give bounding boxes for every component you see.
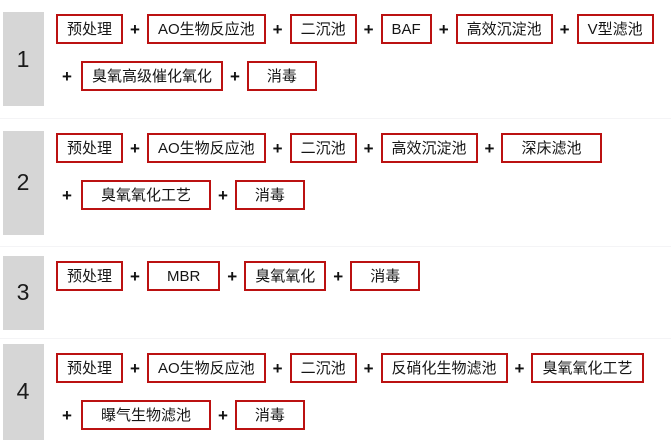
scheme-flow: 预处理 + AO生物反应池 + 二沉池 + BAF + 高效沉淀池 + V型滤池… bbox=[46, 0, 671, 118]
process-step-box[interactable]: BAF bbox=[380, 14, 432, 44]
process-step-box[interactable]: 预处理 bbox=[56, 261, 124, 291]
plus-separator: + bbox=[438, 19, 449, 39]
plus-separator: + bbox=[130, 19, 140, 39]
plus-separator: + bbox=[484, 138, 495, 158]
scheme-row: 1 预处理 + AO生物反应池 + 二沉池 + BAF + 高效沉淀池 + V型… bbox=[0, 0, 671, 118]
scheme-number-cell: 3 bbox=[0, 247, 46, 338]
plus-separator: + bbox=[217, 185, 228, 205]
scheme-number-badge: 2 bbox=[2, 130, 44, 235]
scheme-number-cell: 4 bbox=[0, 339, 46, 444]
flow-line: 预处理 + MBR + 臭氧氧化 + 消毒 bbox=[56, 257, 671, 295]
process-step-box[interactable]: 预处理 bbox=[56, 353, 124, 383]
scheme-number-badge: 3 bbox=[2, 255, 44, 330]
flow-line: 预处理 + AO生物反应池 + 二沉池 + 反硝化生物滤池 + 臭氧氧化工艺 bbox=[56, 349, 671, 387]
process-step-box[interactable]: 二沉池 bbox=[289, 353, 357, 383]
plus-separator: + bbox=[62, 405, 72, 425]
process-step-box[interactable]: 预处理 bbox=[56, 133, 124, 163]
plus-separator: + bbox=[130, 138, 140, 158]
scheme-row: 3 预处理 + MBR + 臭氧氧化 + 消毒 bbox=[0, 246, 671, 338]
process-step-box[interactable]: 臭氧氧化工艺 bbox=[531, 353, 644, 383]
plus-separator: + bbox=[272, 19, 283, 39]
process-step-box[interactable]: AO生物反应池 bbox=[146, 133, 266, 163]
process-step-box[interactable]: 高效沉淀池 bbox=[455, 14, 553, 44]
plus-separator: + bbox=[130, 266, 140, 286]
process-step-box[interactable]: 消毒 bbox=[350, 261, 421, 291]
flow-line: + 曝气生物滤池 + 消毒 bbox=[56, 396, 671, 434]
plus-separator: + bbox=[229, 66, 240, 86]
process-step-box[interactable]: 消毒 bbox=[234, 180, 305, 210]
process-step-box[interactable]: 高效沉淀池 bbox=[380, 133, 478, 163]
flow-line: 预处理 + AO生物反应池 + 二沉池 + 高效沉淀池 + 深床滤池 bbox=[56, 129, 671, 167]
process-step-box[interactable]: 臭氧氧化工艺 bbox=[80, 180, 211, 210]
process-step-box[interactable]: 曝气生物滤池 bbox=[80, 400, 211, 430]
plus-separator: + bbox=[62, 66, 72, 86]
scheme-flow: 预处理 + MBR + 臭氧氧化 + 消毒 bbox=[46, 247, 671, 338]
plus-separator: + bbox=[363, 138, 374, 158]
plus-separator: + bbox=[62, 185, 72, 205]
process-step-box[interactable]: 二沉池 bbox=[289, 14, 357, 44]
process-step-box[interactable]: 臭氧氧化 bbox=[244, 261, 327, 291]
plus-separator: + bbox=[227, 266, 238, 286]
plus-separator: + bbox=[333, 266, 344, 286]
plus-separator: + bbox=[514, 358, 525, 378]
flow-line: 预处理 + AO生物反应池 + 二沉池 + BAF + 高效沉淀池 + V型滤池 bbox=[56, 10, 671, 48]
plus-separator: + bbox=[272, 138, 283, 158]
scheme-number-badge: 4 bbox=[2, 343, 44, 440]
flow-line: + 臭氧高级催化氧化 + 消毒 bbox=[56, 57, 671, 95]
plus-separator: + bbox=[130, 358, 140, 378]
process-step-box[interactable]: V型滤池 bbox=[576, 14, 654, 44]
scheme-number-cell: 2 bbox=[0, 119, 46, 246]
flow-line: + 臭氧氧化工艺 + 消毒 bbox=[56, 176, 671, 214]
plus-separator: + bbox=[559, 19, 570, 39]
process-step-box[interactable]: 深床滤池 bbox=[501, 133, 602, 163]
process-step-box[interactable]: 消毒 bbox=[234, 400, 305, 430]
process-step-box[interactable]: 预处理 bbox=[56, 14, 124, 44]
scheme-row: 4 预处理 + AO生物反应池 + 二沉池 + 反硝化生物滤池 + 臭氧氧化工艺… bbox=[0, 338, 671, 444]
process-step-box[interactable]: 臭氧高级催化氧化 bbox=[80, 61, 223, 91]
process-step-box[interactable]: AO生物反应池 bbox=[146, 14, 266, 44]
scheme-row: 2 预处理 + AO生物反应池 + 二沉池 + 高效沉淀池 + 深床滤池 + 臭… bbox=[0, 118, 671, 246]
plus-separator: + bbox=[272, 358, 283, 378]
scheme-number-cell: 1 bbox=[0, 0, 46, 118]
process-step-box[interactable]: 二沉池 bbox=[289, 133, 357, 163]
plus-separator: + bbox=[363, 19, 374, 39]
scheme-number-badge: 1 bbox=[2, 12, 44, 106]
process-step-box[interactable]: AO生物反应池 bbox=[146, 353, 266, 383]
scheme-flow: 预处理 + AO生物反应池 + 二沉池 + 高效沉淀池 + 深床滤池 + 臭氧氧… bbox=[46, 119, 671, 246]
plus-separator: + bbox=[217, 405, 228, 425]
scheme-flow: 预处理 + AO生物反应池 + 二沉池 + 反硝化生物滤池 + 臭氧氧化工艺 +… bbox=[46, 339, 671, 444]
process-step-box[interactable]: 反硝化生物滤池 bbox=[380, 353, 508, 383]
process-step-box[interactable]: 消毒 bbox=[246, 61, 317, 91]
plus-separator: + bbox=[363, 358, 374, 378]
process-step-box[interactable]: MBR bbox=[146, 261, 221, 291]
